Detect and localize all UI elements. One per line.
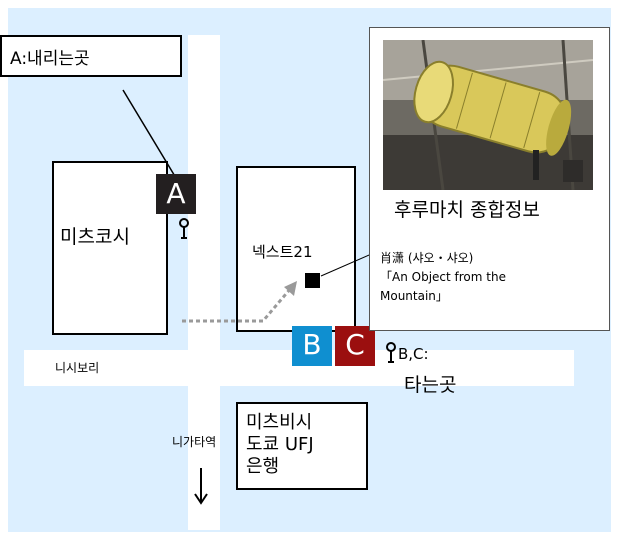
artwork-label: 肖潇 (샤오・샤오) 「An Object from the Mountain」 [380,249,506,306]
mitsukoshi-label: 미츠코시 [60,226,130,248]
walking-route-arrowhead [284,281,297,296]
artwork-leader-line [320,251,377,277]
stop-a-fill [156,174,196,214]
mitsubishi-label: 미츠비시 도쿄 UFJ 은행 [246,412,314,478]
artwork-photo [383,40,593,190]
info-box-caption: 후루마치 종합정보 [394,199,540,221]
building-next21 [236,166,356,332]
niigata-station-label: 니가타역 [172,435,217,449]
walking-route-dotted [182,287,293,323]
vertical-road [188,35,220,530]
callout-a-box [0,35,182,77]
artwork-artist: 肖潇 (샤오・샤오) [380,251,474,265]
stop-b-letter: B [302,328,322,361]
bus-stop-pin-icon [179,218,189,239]
bc-stop-label-line-1: B,C: [398,345,429,363]
stop-c-letter: C [345,328,365,361]
building-mitsubishi-ufj [236,402,368,490]
callout-a-text: A:내리는곳 [10,49,90,69]
down-arrow-icon [194,468,208,505]
next21-label: 넥스트21 [252,243,313,261]
callout-a-leader-line [122,89,177,179]
stop-c-badge: C [335,326,375,366]
mitsubishi-label-line-2: 도쿄 UFJ [246,434,314,455]
mitsubishi-label-line-1: 미츠비시 [246,412,313,433]
building-mitsukoshi [52,161,168,335]
bus-stop-pin-icon [386,342,396,363]
mitsubishi-label-line-3: 은행 [246,456,280,477]
stop-a-badge: A [156,174,196,214]
artwork-title-line-1: 「An Object from the [380,270,506,284]
artwork-title-line-2: Mountain」 [380,289,448,303]
artwork-marker [305,273,320,288]
stop-b-badge: B [292,326,332,366]
nishi-dori-label: 니시보리 [55,361,100,375]
bc-stop-label-line-2: 타는곳 [404,374,457,396]
stop-a-letter: A [166,177,186,210]
